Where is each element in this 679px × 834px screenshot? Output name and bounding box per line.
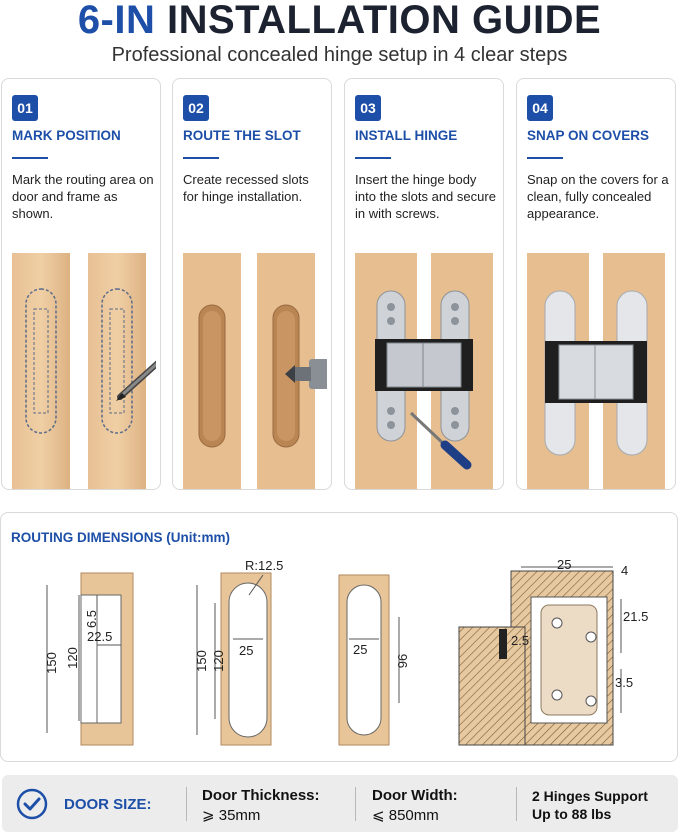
dim-label: 96	[395, 654, 410, 668]
step-illustration	[12, 253, 156, 489]
routing-dimensions-diagram: 150 120 6.5 22.5 R:12.5 150 120 25 25 96	[44, 557, 648, 746]
step-underline	[527, 157, 563, 159]
divider	[516, 787, 517, 821]
dim-label: 2.5	[511, 633, 529, 648]
step-illustration	[183, 253, 327, 489]
step-number: 03	[355, 95, 381, 121]
step-underline	[183, 157, 219, 159]
marked-outline	[25, 288, 57, 434]
step-title: SNAP ON COVERS	[527, 128, 650, 143]
dim-label: 120	[211, 650, 226, 672]
cross-section-diagram	[458, 566, 622, 746]
router-bit-icon	[285, 359, 327, 389]
front-profile-diagram	[196, 572, 272, 746]
divider	[355, 787, 356, 821]
dim-label: 4	[621, 563, 628, 578]
routing-dimensions-title: ROUTING DIMENSIONS (Unit:mm)	[11, 530, 230, 545]
dim-label: R:12.5	[245, 558, 283, 573]
door-size-label: DOOR SIZE:	[64, 796, 152, 813]
hinge-body	[375, 290, 473, 442]
step-description: Insert the hinge body into the slots and…	[355, 172, 496, 221]
page-subtitle: Professional concealed hinge setup in 4 …	[111, 44, 568, 66]
routing-dimensions-panel: ROUTING DIMENSIONS (Unit:mm) 150 120 6.5…	[0, 512, 678, 762]
divider	[186, 787, 187, 821]
dim-label: 25	[239, 643, 253, 658]
page-title: 6-IN INSTALLATION GUIDE	[77, 0, 602, 42]
dim-label: 22.5	[87, 629, 112, 644]
door-panel	[12, 253, 70, 489]
step-underline	[355, 157, 391, 159]
dim-label: 21.5	[623, 609, 648, 624]
step-title: INSTALL HINGE	[355, 128, 458, 143]
step-number: 02	[183, 95, 209, 121]
step-number: 01	[12, 95, 38, 121]
step-card-2: 02 ROUTE THE SLOT Create recessed slots …	[172, 78, 332, 490]
check-circle-icon	[16, 788, 48, 820]
dim-label: 25	[353, 642, 367, 657]
dim-label: 150	[194, 650, 209, 672]
step-illustration	[355, 253, 493, 489]
step-number: 04	[527, 95, 553, 121]
side-profile-diagram	[46, 572, 134, 746]
step-description: Create recessed slots for hinge installa…	[183, 172, 309, 204]
step-description: Mark the routing area on door and frame …	[12, 172, 154, 221]
step-underline	[12, 157, 48, 159]
hinge-cover-icon	[544, 290, 648, 456]
step-illustration	[527, 253, 665, 489]
frame-panel	[88, 253, 146, 489]
step-card-3: 03 INSTALL HINGE Insert the hinge body i…	[344, 78, 504, 490]
dim-label: 6.5	[84, 610, 99, 628]
dim-label: 25	[557, 557, 571, 572]
marked-outline	[101, 288, 133, 434]
dim-label: 3.5	[615, 675, 633, 690]
door-size-bar: DOOR SIZE: Door Thickness:⩾ 35mm Door Wi…	[2, 775, 678, 832]
door-width-spec: Door Width:⩽ 850mm	[372, 787, 458, 824]
cover-profile-diagram	[338, 574, 400, 746]
step-card-4: 04 SNAP ON COVERS Snap on the covers for…	[516, 78, 676, 490]
pencil-icon	[116, 360, 156, 401]
door-thickness-spec: Door Thickness:⩾ 35mm	[202, 787, 320, 824]
step-description: Snap on the covers for a clean, fully co…	[527, 172, 669, 221]
screwdriver-icon	[409, 411, 472, 470]
step-card-1: 01 MARK POSITION Mark the routing area o…	[1, 78, 161, 490]
dim-label: 150	[44, 652, 59, 674]
dim-label: 120	[65, 647, 80, 669]
step-title: MARK POSITION	[12, 128, 121, 143]
step-title: ROUTE THE SLOT	[183, 128, 301, 143]
